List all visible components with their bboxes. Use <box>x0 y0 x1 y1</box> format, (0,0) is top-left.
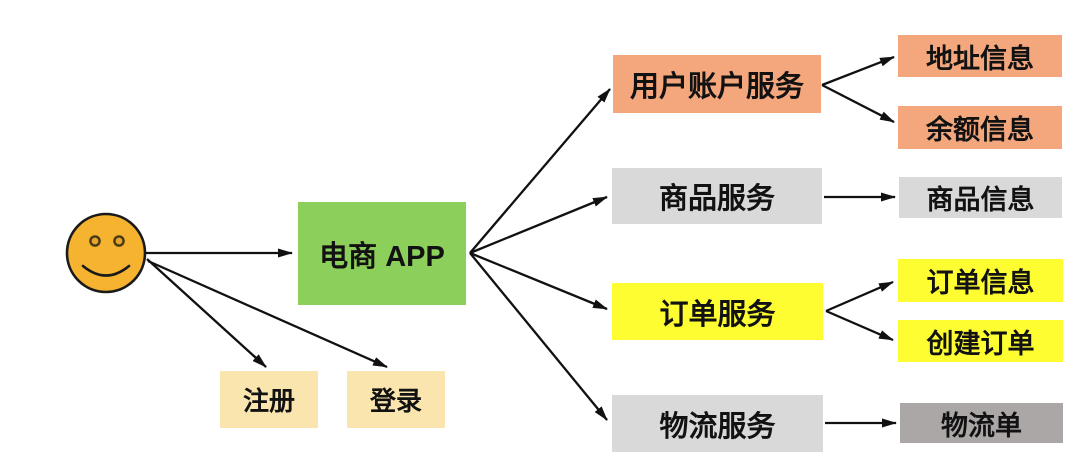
edge-order-service-to-info <box>825 280 894 313</box>
node-label: 地址信息 <box>926 43 1034 74</box>
node-label: 订单服务 <box>659 298 776 331</box>
node-address-info: 地址信息 <box>898 35 1062 77</box>
node-order-info: 订单信息 <box>898 259 1063 302</box>
node-label: 创建订单 <box>926 328 1035 359</box>
node-create-order: 创建订单 <box>898 320 1063 362</box>
node-ecommerce-app: 电商 APP <box>298 202 466 305</box>
node-user-account-service: 用户账户服务 <box>613 55 821 113</box>
edge-user-account-to-address <box>821 55 895 87</box>
node-label: 电商 APP <box>319 240 445 273</box>
node-label: 商品信息 <box>926 185 1035 215</box>
edge-app-to-logistics-service <box>469 252 608 421</box>
node-label: 物流服务 <box>659 410 776 443</box>
node-order-service: 订单服务 <box>612 283 823 340</box>
edge-app-to-user-account <box>469 88 611 254</box>
node-register: 注册 <box>220 371 318 428</box>
node-label: 用户账户服务 <box>629 71 804 103</box>
edge-app-to-order-service <box>469 251 608 311</box>
node-logistics-order: 物流单 <box>900 403 1063 443</box>
node-label: 物流单 <box>941 410 1022 441</box>
edge-app-to-product-service <box>469 195 608 255</box>
node-logistics-service: 物流服务 <box>612 395 823 452</box>
node-product-service: 商品服务 <box>612 168 822 224</box>
node-label: 登录 <box>369 386 422 416</box>
node-product-info: 商品信息 <box>899 177 1062 218</box>
node-label: 订单信息 <box>926 268 1035 298</box>
node-login: 登录 <box>347 371 445 428</box>
edge-user-to-register <box>146 258 267 368</box>
edge-order-service-to-create <box>825 309 894 342</box>
node-balance-info: 余额信息 <box>898 106 1062 149</box>
node-label: 余额信息 <box>926 115 1034 145</box>
node-label: 注册 <box>242 386 295 416</box>
smiley-face-icon <box>65 212 147 294</box>
node-label: 商品服务 <box>658 183 775 215</box>
edge-user-account-to-balance <box>821 83 895 124</box>
